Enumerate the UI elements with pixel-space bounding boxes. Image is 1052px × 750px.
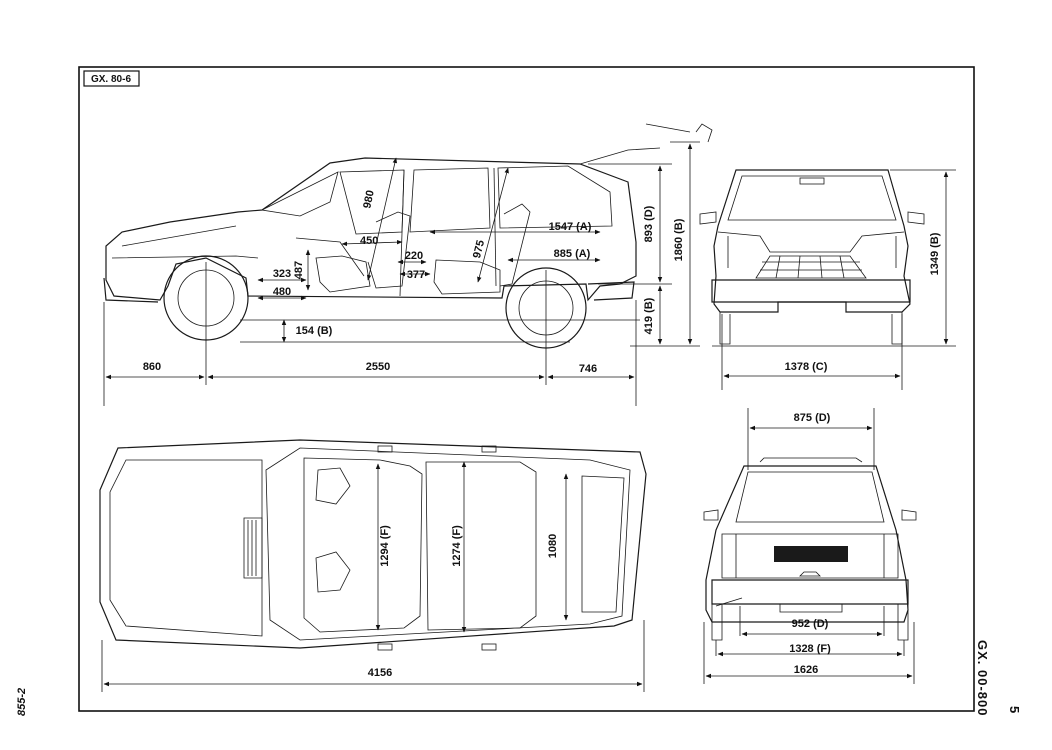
dim-rear-legroom: 1547 (A) [549, 221, 592, 233]
page-code: GX. 00-800 [975, 640, 990, 717]
dim-rear-overall-width: 1626 [794, 664, 818, 676]
dim-load-floor-width: 1080 [547, 534, 559, 558]
dim-front-overhang: 860 [143, 361, 161, 373]
dim-rear-opening-width: 952 (D) [792, 618, 829, 630]
document-reference: 855-2 [16, 687, 28, 716]
dim-seat-back-height: 980 [361, 189, 377, 209]
sheet-label-box: GX. 80-6 [83, 70, 140, 87]
top-view: 1294 (F) 1274 (F) 1080 4156 [99, 439, 647, 692]
dim-323: 323 [273, 268, 291, 280]
dim-377: 377 [407, 269, 425, 281]
dim-front-width: 1378 (C) [785, 361, 828, 373]
dim-rear-top-width: 875 (D) [794, 412, 831, 424]
dim-rear-interior-width: 1274 (F) [451, 525, 463, 567]
dim-front-interior-width: 1294 (F) [379, 525, 391, 567]
dim-487: 487 [293, 261, 305, 279]
page-number: 5 [1007, 706, 1022, 714]
dim-front-height: 1349 (B) [929, 232, 941, 275]
dim-rear-track: 1328 (F) [789, 643, 831, 655]
licence-plate [774, 546, 848, 562]
dim-load-height: 893 (D) [643, 205, 655, 242]
dim-220: 220 [405, 250, 423, 262]
dim-480: 480 [273, 286, 291, 298]
dim-sill-height: 419 (B) [643, 297, 655, 334]
dim-rear-headroom: 975 [471, 239, 487, 260]
dim-450: 450 [360, 235, 378, 247]
dim-rear-seat-length: 885 (A) [554, 248, 591, 260]
dim-rear-overhang: 746 [579, 363, 597, 375]
front-view: 1349 (B) 1378 (C) [699, 169, 956, 390]
sheet-label: GX. 80-6 [91, 74, 131, 85]
dim-overall-length: 4156 [368, 667, 392, 679]
rear-view: 875 (D) 952 (D) 1328 (F) 1626 [703, 408, 917, 684]
dim-ground-clearance: 154 (B) [296, 325, 333, 337]
dim-overall-height: 1860 (B) [673, 218, 685, 261]
drawing-frame [78, 66, 975, 712]
dim-wheelbase: 2550 [366, 361, 390, 373]
side-view: 860 2550 746 154 (B) 980 450 1547 (A) 88… [103, 123, 713, 406]
